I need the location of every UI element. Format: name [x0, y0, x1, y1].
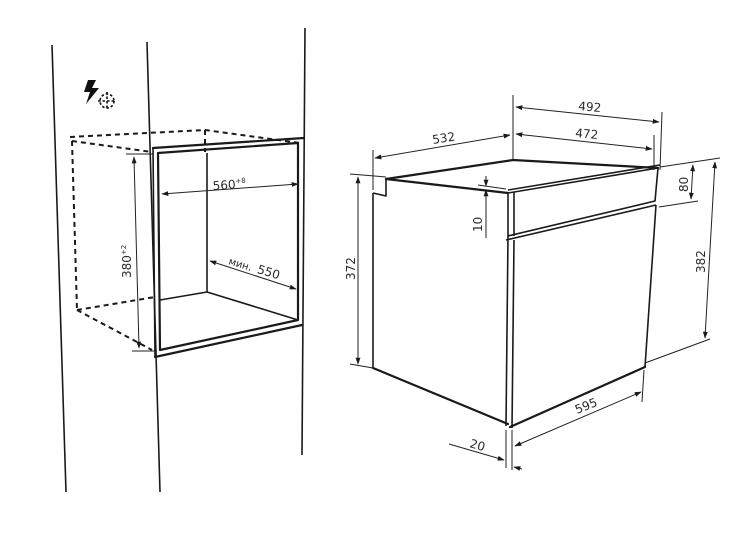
dim-front-height-label: 382	[694, 250, 708, 273]
cabinet-left-edge	[51, 44, 67, 493]
dim-door-thickness-right-arrow	[513, 466, 523, 471]
dim-door-thickness-label: 20	[468, 436, 487, 454]
cabinet-niche-drawing: 560+8 380+2 мин.550	[51, 27, 306, 493]
oven-top-front-left	[384, 177, 510, 195]
dim-niche-depth-label: мин.550	[227, 253, 281, 282]
dim-niche-height-line	[131, 156, 142, 349]
dim-382-ext-bottom	[644, 338, 711, 364]
dim-body-depth-top-label: 492	[578, 99, 602, 115]
oven-control-panel	[507, 167, 659, 237]
dim-panel-height-line	[688, 164, 696, 200]
niche-back-right-floor	[206, 291, 299, 321]
dim-body-depth-inner-label: 472	[575, 126, 599, 142]
dim-body-height-label: 372	[344, 257, 358, 280]
oven-side-bottom	[371, 366, 510, 426]
dim-niche-height-label: 380+2	[120, 245, 134, 278]
niche-front-left	[152, 147, 156, 358]
oven-door-bottom	[508, 365, 647, 429]
oven-panel-top-lip	[507, 164, 661, 191]
dim-front-height-line	[702, 161, 718, 339]
niche-opening	[156, 141, 300, 352]
dim-372-ext-bottom	[349, 363, 374, 369]
dim-width-line	[514, 391, 642, 447]
dim-492-ext-right	[659, 111, 663, 171]
hidden-top-left	[71, 140, 153, 153]
dim-372-ext-top	[349, 173, 387, 178]
oven-front-left-vertical	[505, 235, 509, 427]
cabinet-right-edge	[301, 27, 306, 456]
dim-body-depth-top-line	[515, 105, 660, 124]
niche-back-left-floor	[159, 291, 208, 301]
dim-door-thickness-left-arrow	[448, 443, 505, 461]
oven-rear-step	[372, 179, 387, 197]
dim-595-ext-right	[641, 369, 645, 403]
dim-niche-depth-line	[209, 260, 297, 290]
electric-lightning-icon	[84, 80, 99, 104]
dim-step-ext	[477, 184, 507, 190]
dim-total-depth-line	[374, 133, 511, 160]
oven-drawing: 532 492 472 10 80 382 372 595	[344, 95, 721, 471]
hidden-bottom-back	[76, 296, 156, 311]
hidden-left-vertical	[71, 140, 78, 311]
power-socket-icon	[98, 92, 116, 110]
dim-body-depth-inner-line	[515, 132, 653, 151]
niche-bottom-shelf	[153, 323, 304, 359]
dim-step-label: 10	[471, 217, 485, 232]
niche-top-edge	[151, 136, 306, 150]
oven-door-top-edge	[505, 204, 657, 241]
hidden-bottom-left	[76, 309, 153, 351]
dim-80-ext-bottom	[658, 200, 699, 208]
dim-total-depth-label: 532	[431, 130, 456, 147]
oven-door-left-edge	[511, 239, 515, 429]
dim-80-ext-top	[659, 157, 721, 168]
dim-niche-width-line	[161, 182, 299, 196]
dim-panel-height-label: 80	[677, 177, 691, 192]
oven-top-back	[384, 158, 660, 181]
oven-door-right-edge	[644, 204, 657, 368]
dim-niche-width-label: 560+8	[212, 177, 246, 193]
